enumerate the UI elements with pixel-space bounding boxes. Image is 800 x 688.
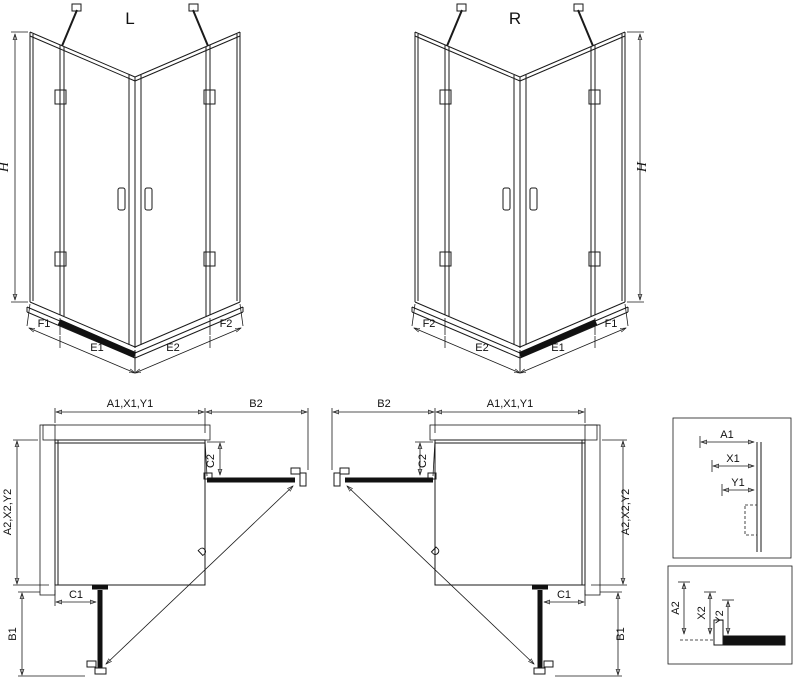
detail-view-bottom: A2 X2 Y2: [667, 565, 793, 665]
plan-left-dim-b2: B2: [249, 398, 262, 410]
wall-profile-glass: [756, 442, 762, 552]
detail-view-top: A1 X1 Y1: [672, 417, 792, 559]
plan-left-dim-c1: C1: [69, 589, 83, 601]
plan-right-dim-b2: B2: [377, 398, 390, 410]
plan-right-dim-c1: C1: [557, 589, 571, 601]
detail-top-frame: [672, 417, 792, 559]
detail-bottom-frame: [667, 565, 793, 665]
detail-dim-x2-label: X2: [696, 606, 708, 619]
plan-left-dim-a1x1y1: A1,X1,Y1: [107, 398, 153, 410]
plan-left-dim-a2x2y2: A2,X2,Y2: [2, 489, 14, 535]
plan-view-left: [13, 408, 308, 676]
dim-h-label-right: H: [635, 161, 650, 173]
dim-f2-label-right: F2: [423, 318, 436, 330]
plan-left-dim-d: D: [196, 545, 210, 559]
tray-profile-step: [713, 619, 724, 646]
dim-e1-label-left: E1: [90, 342, 103, 354]
detail-dim-a1-label: A1: [720, 429, 733, 441]
detail-dim-y1-label: Y1: [731, 477, 744, 489]
plan-view-right: [332, 408, 627, 676]
detail-dim-x1-label: X1: [726, 453, 739, 465]
dim-h-label-left: H: [0, 161, 12, 173]
plan-right-dim-a1x1y1: A1,X1,Y1: [487, 398, 533, 410]
dim-e2-label-left: E2: [166, 342, 179, 354]
view-right-label: R: [509, 9, 521, 28]
view-left-label: L: [125, 9, 134, 28]
wall-profile-seal: [744, 504, 758, 536]
detail-dim-y2-label: Y2: [714, 610, 726, 623]
plan-right-dim-a2x2y2: A2,X2,Y2: [620, 489, 632, 535]
tray-profile-bar: [722, 635, 786, 646]
dim-f1-label-left: F1: [38, 318, 51, 330]
detail-dim-a2-label: A2: [670, 601, 682, 614]
dim-e1-label-right: E1: [551, 342, 564, 354]
plan-left-dim-b1: B1: [7, 627, 19, 640]
plan-right-dim-c2: C2: [417, 454, 429, 468]
plan-right-dim-b1: B1: [615, 627, 627, 640]
plan-right-dim-d: D: [428, 545, 442, 559]
plan-left-dim-c2: C2: [205, 454, 217, 468]
dim-f2-label-left: F2: [220, 318, 233, 330]
dim-f1-label-right: F1: [605, 318, 618, 330]
dim-e2-label-right: E2: [475, 342, 488, 354]
